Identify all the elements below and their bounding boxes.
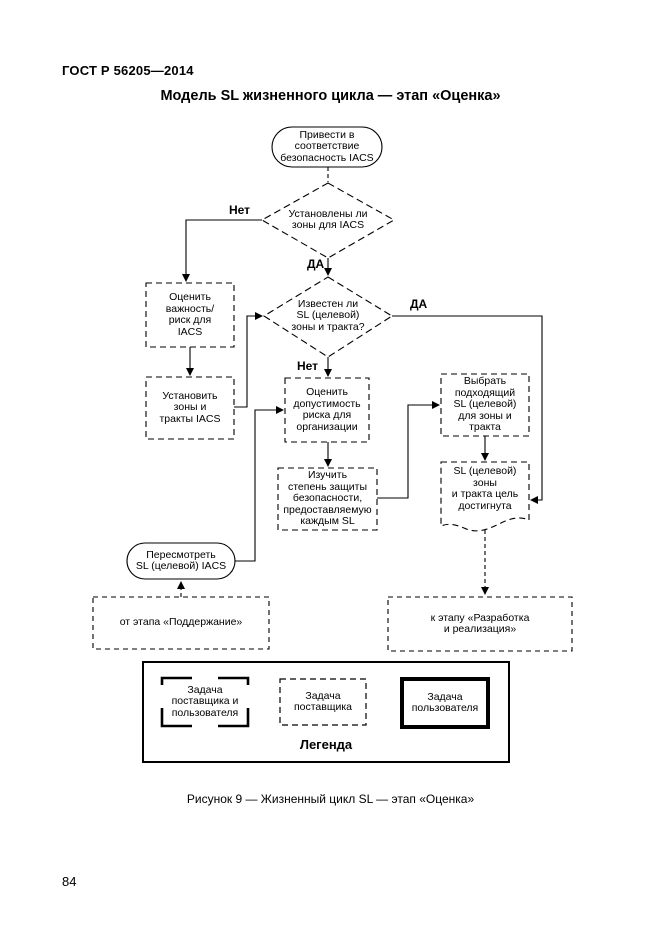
start-terminator: Привести в соответствие безопасность IAC… — [280, 128, 374, 164]
decision-known-shape — [262, 276, 394, 358]
legend-user-shape — [400, 677, 490, 729]
assess-importance-box-text: Оценить важность/ риск для IACS — [165, 291, 215, 338]
assess-risk-box — [284, 377, 370, 443]
from-support-box-text: от этапа «Поддержание» — [119, 616, 243, 629]
goal-reached-shape — [440, 461, 530, 532]
legend-supplier-user-label: Задача поставщика и пользователя — [171, 683, 239, 719]
branch-label-yes-1: ДА — [307, 257, 325, 271]
review-sl-terminator: Пересмотреть SL (целевой) IACS — [135, 548, 227, 572]
goal-reached-text: SL (целевой) зоны и тракта цель достигну… — [451, 465, 519, 512]
figure-title: Модель SL жизненного цикла — этап «Оценк… — [160, 88, 501, 104]
from-support-box — [92, 596, 270, 650]
study-protection-box — [277, 467, 378, 531]
study-protection-box-text: Изучить степень защиты безопасности, пре… — [283, 469, 372, 528]
decision-known: Известен ли SL (целевой) зоны и тракта? — [291, 297, 365, 333]
branch-label-no-1: Нет — [229, 203, 251, 217]
assess-risk-box-text: Оценить допустимость риска для организац… — [293, 386, 361, 433]
start-terminator-shape — [271, 126, 383, 168]
set-zones-box — [145, 376, 235, 440]
to-development-box — [387, 596, 573, 652]
legend-title: Легенда — [299, 737, 353, 752]
set-zones-box-text: Установить зоны и тракты IACS — [159, 389, 221, 425]
document-header: ГОСТ Р 56205—2014 — [62, 63, 194, 78]
page-number: 84 — [62, 874, 77, 889]
decision-zones: Установлены ли зоны для IACS — [288, 207, 368, 231]
decision-zones-shape — [260, 182, 396, 259]
figure-caption: Рисунок 9 — Жизненный цикл SL — этап «Оц… — [186, 792, 475, 806]
to-development-box-text: к этапу «Разработка и реализация» — [430, 611, 530, 635]
legend-frame — [142, 661, 510, 763]
legend-supplier-label: Задача поставщика — [293, 689, 353, 713]
choose-sl-box-text: Выбрать подходящий SL (целевой) для зоны… — [453, 375, 517, 434]
branch-label-yes-2: ДА — [410, 297, 428, 311]
legend-supplier-user-shape — [160, 676, 250, 728]
legend-supplier-shape — [279, 678, 367, 726]
legend-user-label: Задача пользователя — [411, 690, 479, 714]
branch-label-no-2: Нет — [297, 359, 319, 373]
